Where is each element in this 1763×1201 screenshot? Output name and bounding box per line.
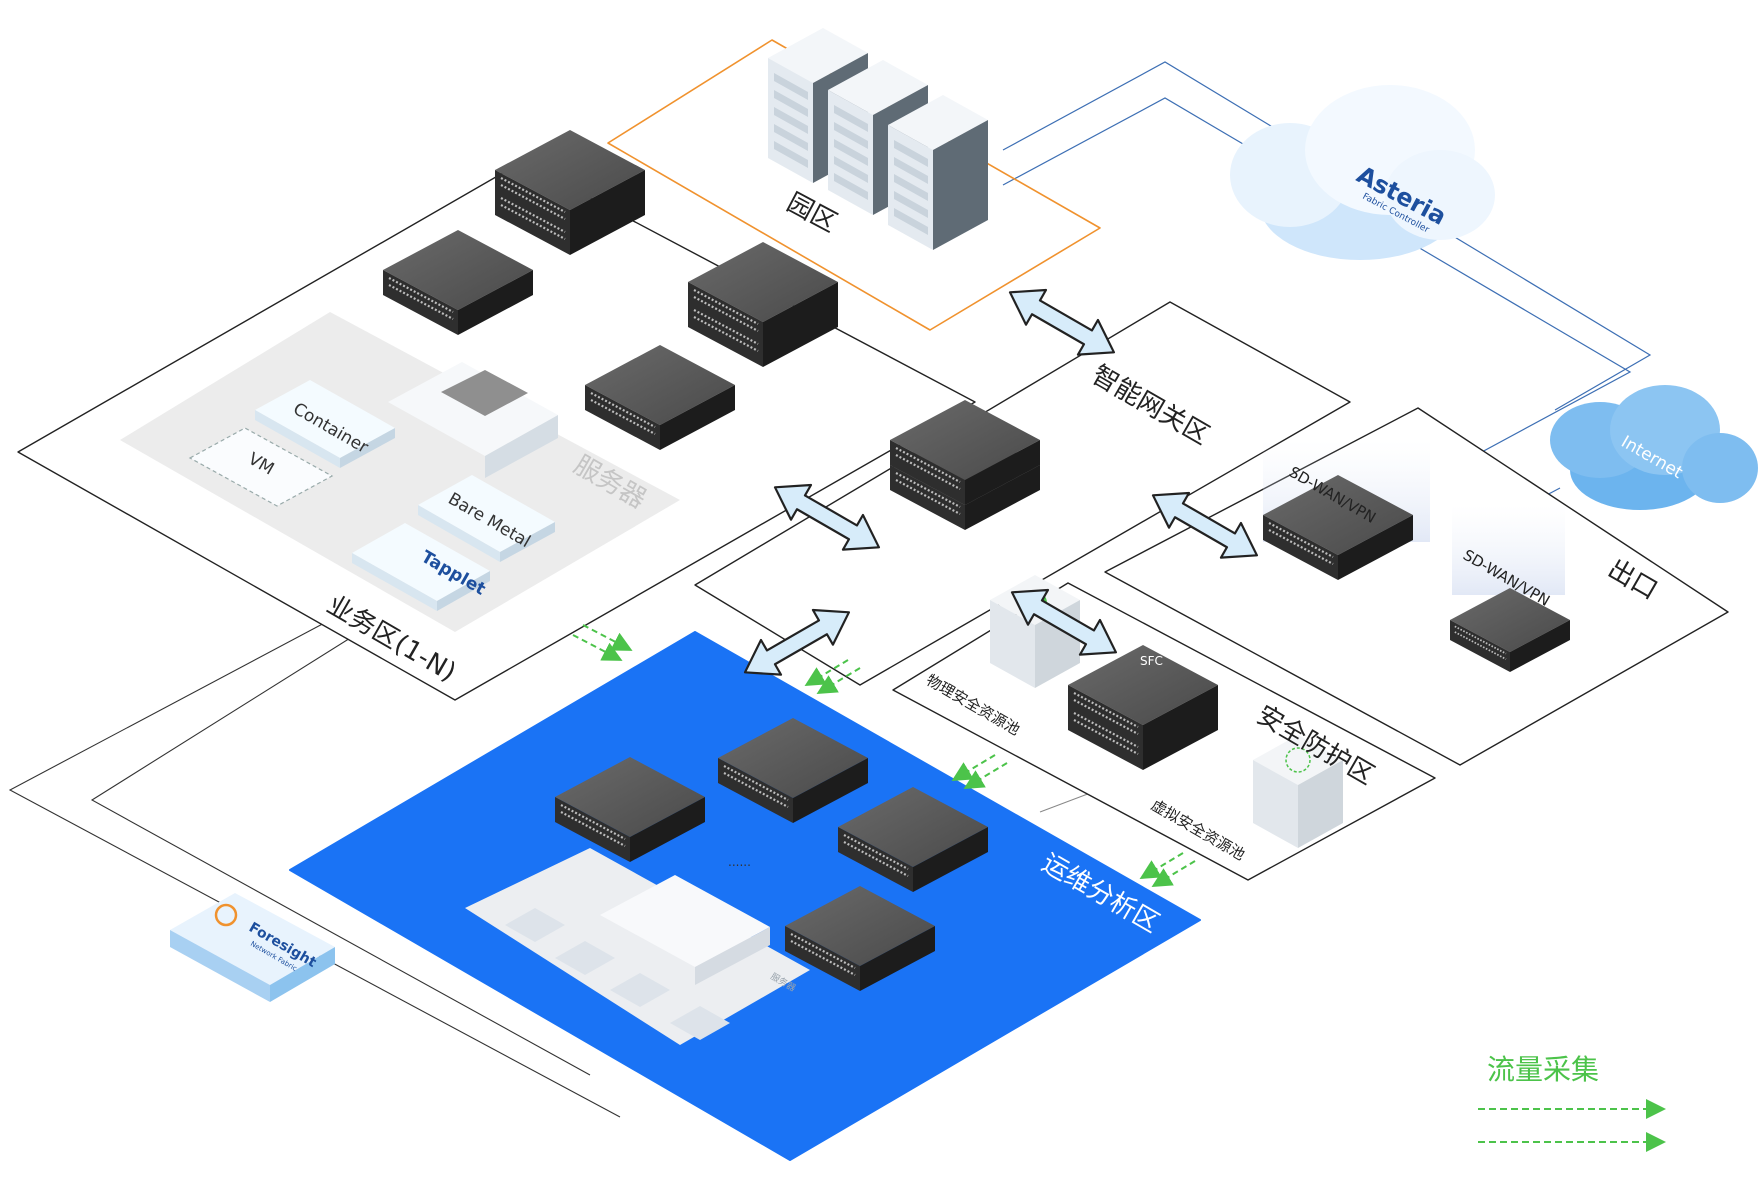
campus-label: 园区 [782, 188, 842, 239]
search-icon [555, 941, 615, 975]
chart-icon [610, 973, 670, 1007]
ops-server-panel [465, 848, 810, 1045]
virtual-firewall-stack [1253, 735, 1343, 848]
foresight-cloud: Foresight Network Fabric [170, 893, 335, 1002]
ops-dots: ...... [728, 855, 751, 869]
bare-metal-card [418, 475, 555, 562]
bars-icon [670, 1006, 730, 1040]
asteria-cloud: Asteria Fabric Controller [1230, 85, 1495, 260]
container-card [255, 380, 395, 468]
legend-title: 流量采集 [1487, 1053, 1600, 1086]
server-cards [188, 362, 558, 611]
legend-arrows [1478, 1099, 1666, 1152]
sfc-label: SFC [1140, 654, 1163, 668]
ops-zone [289, 631, 1201, 1161]
server-subzone [120, 312, 680, 632]
campus-zone [607, 39, 1101, 331]
internet-cloud: Internet [1550, 385, 1758, 510]
rack-server-white [388, 362, 558, 478]
tapplet-card [352, 523, 490, 611]
settings-icon [505, 908, 565, 942]
vm-card [188, 427, 334, 507]
security-devices [990, 575, 1343, 848]
ops-panel-tools [505, 875, 770, 1040]
exit-devices [1261, 440, 1571, 673]
